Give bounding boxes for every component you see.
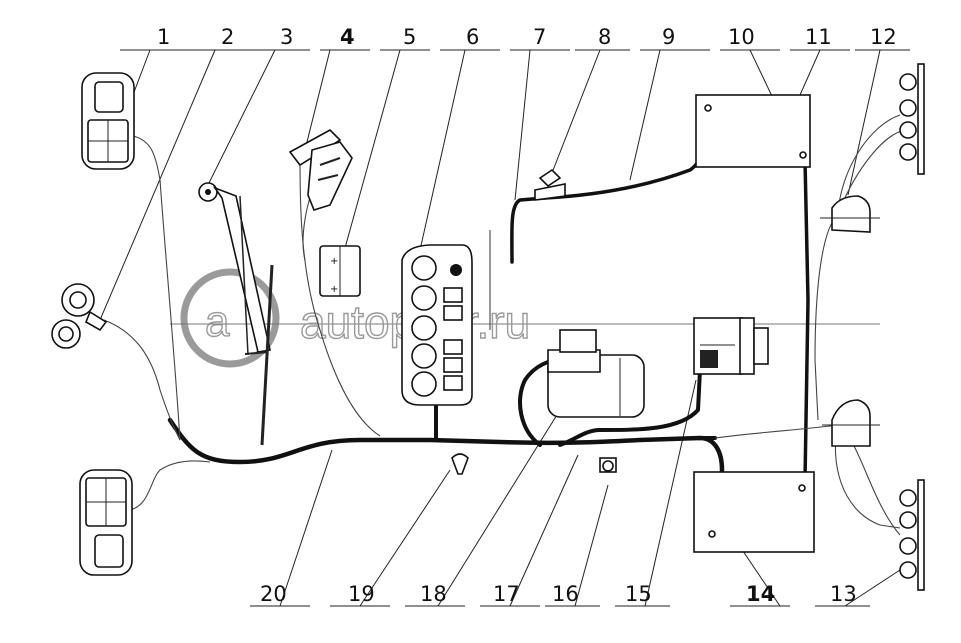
- bottom-numbers: 20 19 18 17 16 15 14 13: [260, 582, 857, 606]
- headlamp-front-left-bottom: [79, 469, 133, 576]
- top-numbers: 1 2 3 4 5 6 7 8 9 10 11 12: [157, 25, 897, 49]
- watermark-logo-letter: a: [205, 297, 230, 346]
- label-3: 3: [280, 25, 293, 49]
- label-4: 4: [340, 25, 355, 49]
- switch-assembly: [288, 129, 353, 211]
- alternator: [693, 317, 769, 375]
- svg-text:+: +: [330, 284, 338, 295]
- label-5: 5: [403, 25, 416, 49]
- label-1: 1: [157, 25, 170, 49]
- svg-text:+: +: [330, 256, 338, 267]
- glow-plug: [451, 453, 469, 475]
- headlamp-front-left-top: [81, 72, 135, 170]
- rear-lamp-cluster-top: [899, 63, 925, 175]
- label-7: 7: [533, 25, 546, 49]
- rear-lamp-cluster-bottom: [899, 479, 925, 591]
- label-8: 8: [598, 25, 611, 49]
- label-9: 9: [662, 25, 675, 49]
- battery-switch: [534, 168, 566, 201]
- label-17: 17: [493, 582, 520, 606]
- horn-assembly: [51, 283, 108, 349]
- watermark-logo-ring: [180, 268, 280, 368]
- wiper-assembly: [198, 182, 274, 446]
- pressure-sensor: [599, 457, 617, 473]
- watermark: a autopiter.ru: [170, 268, 880, 368]
- label-19: 19: [348, 582, 375, 606]
- label-15: 15: [625, 582, 652, 606]
- label-11: 11: [805, 25, 832, 49]
- battery-bottom: [693, 471, 815, 553]
- work-lamp-bottom: [822, 399, 880, 447]
- label-10: 10: [728, 25, 755, 49]
- relay-box: + +: [319, 245, 361, 297]
- starter-motor: [547, 329, 645, 418]
- label-6: 6: [466, 25, 479, 49]
- instrument-panel: [401, 244, 473, 406]
- label-14: 14: [746, 582, 775, 606]
- top-leaders: [99, 49, 910, 321]
- label-13: 13: [830, 582, 857, 606]
- label-20: 20: [260, 582, 287, 606]
- work-lamp-top: [820, 195, 880, 233]
- label-18: 18: [420, 582, 447, 606]
- label-16: 16: [552, 582, 579, 606]
- label-2: 2: [221, 25, 234, 49]
- label-12: 12: [870, 25, 897, 49]
- battery-top: [695, 94, 811, 168]
